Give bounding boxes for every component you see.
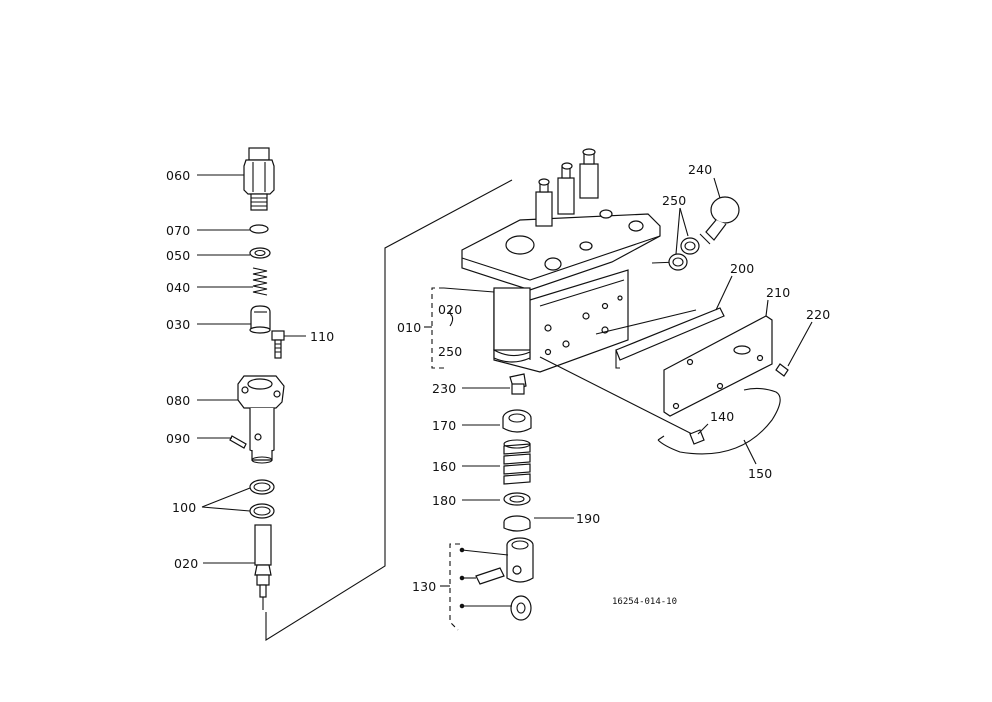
part-030-delivery-valve [249, 305, 271, 334]
label-140: 140 [710, 409, 734, 424]
part-130-tappet-assembly [440, 537, 534, 631]
label-250-range: 250 [438, 344, 462, 359]
part-040-spring [252, 267, 268, 296]
leader-lines-pump [462, 261, 697, 519]
part-150-wire-clip [657, 387, 781, 455]
part-010-injection-pump-body [461, 148, 661, 373]
part-060-delivery-valve-holder [243, 147, 275, 211]
part-220-screw [775, 363, 789, 377]
label-070: 070 [166, 223, 190, 238]
part-170-spring-seat [502, 409, 532, 433]
label-230: 230 [432, 381, 456, 396]
part-020-plunger [254, 524, 272, 610]
part-090-pin [229, 435, 247, 449]
leader-lines-right [675, 177, 813, 465]
label-170: 170 [432, 418, 456, 433]
label-180: 180 [432, 493, 456, 508]
part-160-plunger-spring [503, 439, 531, 485]
label-010: 010 [397, 320, 421, 335]
part-140-bolt [689, 429, 705, 445]
label-080: 080 [166, 393, 190, 408]
label-240: 240 [688, 162, 712, 177]
bracket-010-group [424, 287, 495, 369]
label-160: 160 [432, 459, 456, 474]
part-250-washers [668, 237, 700, 271]
part-080-plunger-barrel [237, 375, 285, 464]
part-230-plunger-guide [509, 373, 527, 395]
part-240-plug-bolt [699, 196, 740, 245]
label-020-range: 020 [438, 302, 462, 317]
label-190: 190 [576, 511, 600, 526]
part-180-lower-seat [503, 492, 531, 506]
label-040: 040 [166, 280, 190, 295]
label-100: 100 [172, 500, 196, 515]
label-110: 110 [310, 329, 334, 344]
label-210: 210 [766, 285, 790, 300]
label-050: 050 [166, 248, 190, 263]
label-090: 090 [166, 431, 190, 446]
part-070-gasket [249, 224, 269, 234]
part-100-o-rings [249, 479, 275, 519]
drawing-code: 16254-014-10 [612, 597, 677, 607]
part-200-gasket-strip [615, 307, 725, 369]
part-190-washer [503, 515, 531, 532]
label-250: 250 [662, 193, 686, 208]
part-110-screw [271, 330, 285, 359]
label-220: 220 [806, 307, 830, 322]
label-060: 060 [166, 168, 190, 183]
label-150: 150 [748, 466, 772, 481]
leader-lines-left [197, 174, 306, 564]
label-020: 020 [174, 556, 198, 571]
label-030: 030 [166, 317, 190, 332]
assembly-guide-line [265, 179, 513, 641]
part-050-ring [249, 247, 271, 259]
label-130: 130 [412, 579, 436, 594]
label-200: 200 [730, 261, 754, 276]
